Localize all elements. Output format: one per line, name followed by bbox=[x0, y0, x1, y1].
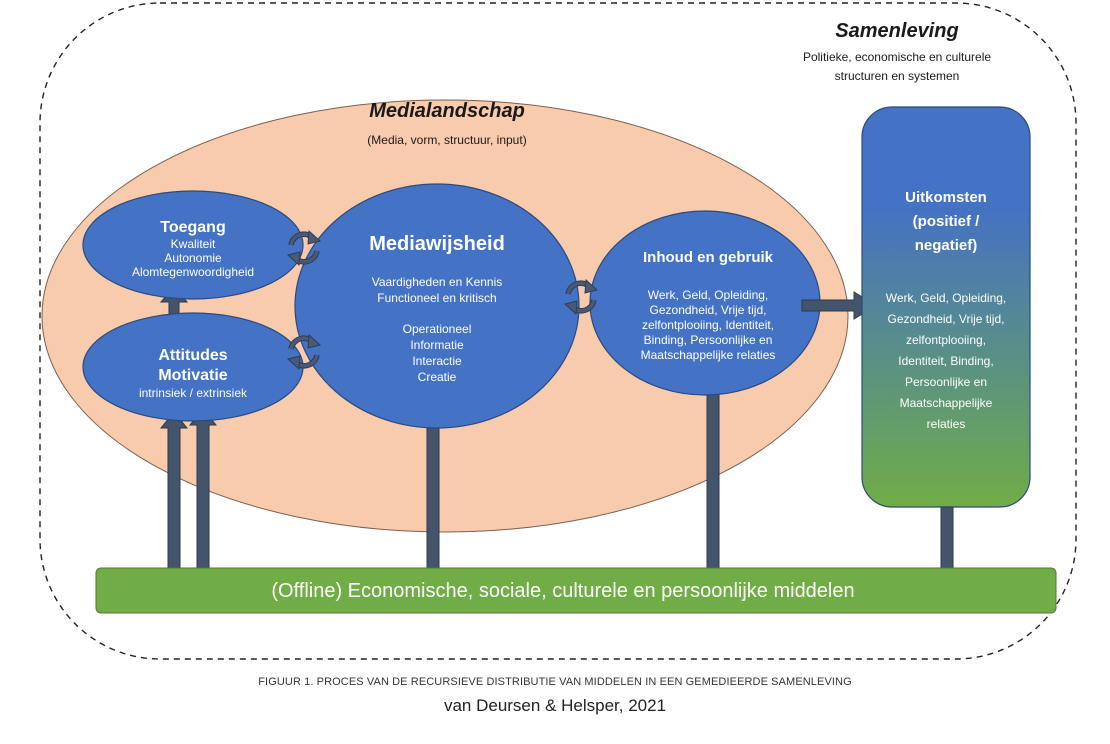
society-subtitle-2: structuren en systemen bbox=[835, 69, 960, 83]
content-use-title: Inhoud en gebruik bbox=[643, 249, 774, 266]
media-literacy-line-6: Creatie bbox=[418, 370, 457, 384]
media-literacy-line-3: Operationeel bbox=[403, 322, 472, 336]
attitudes-title-1: Attitudes bbox=[158, 347, 227, 364]
figure-source: van Deursen & Helsper, 2021 bbox=[443, 696, 667, 715]
outcomes-line-1: Werk, Geld, Opleiding, bbox=[886, 291, 1007, 305]
outcomes-line-7: relaties bbox=[927, 417, 966, 431]
figure-text: PROCES VAN DE RECURSIEVE DISTRIBUTIE VAN… bbox=[313, 676, 852, 688]
media-landscape-subtitle: (Media, vorm, structuur, input) bbox=[367, 133, 526, 147]
outcomes-line-4: Identiteit, Binding, bbox=[898, 354, 993, 368]
outcomes-title-1: Uitkomsten bbox=[905, 189, 987, 206]
media-literacy-title: Mediawijsheid bbox=[369, 233, 505, 255]
access-item-3: Alomtegenwoordigheid bbox=[132, 265, 254, 279]
content-use-line-1: Werk, Geld, Opleiding, bbox=[648, 288, 769, 302]
outcomes-line-6: Maatschappelijke bbox=[900, 396, 993, 410]
outcomes-line-2: Gezondheid, Vrije tijd, bbox=[888, 312, 1005, 326]
media-landscape-title: Medialandschap bbox=[369, 100, 525, 122]
diagram-canvas: Samenleving Politieke, economische en cu… bbox=[39, 2, 1077, 660]
figure-label: FIGUUR 1. bbox=[258, 676, 314, 688]
society-subtitle-1: Politieke, economische en culturele bbox=[803, 50, 991, 64]
figure-caption: FIGUUR 1. PROCES VAN DE RECURSIEVE DISTR… bbox=[0, 676, 1110, 688]
access-item-2: Autonomie bbox=[164, 251, 222, 265]
media-literacy-line-2: Functioneel en kritisch bbox=[377, 291, 496, 305]
outcomes-line-3: zelfontplooiing, bbox=[906, 333, 986, 347]
resources-bar bbox=[95, 567, 1057, 614]
access-item-1: Kwaliteit bbox=[171, 237, 216, 251]
media-literacy-line-5: Interactie bbox=[412, 354, 462, 368]
resources-label: (Offline) Economische, sociale, culturel… bbox=[271, 580, 854, 602]
content-use-line-2: Gezondheid, Vrije tijd, bbox=[650, 303, 767, 317]
content-use-line-3: zelfontplooiing, Identiteit, bbox=[642, 318, 774, 332]
content-use-line-5: Maatschappelijke relaties bbox=[641, 348, 776, 362]
society-title: Samenleving bbox=[835, 20, 958, 42]
media-literacy-line-4: Informatie bbox=[410, 338, 464, 352]
access-ellipse bbox=[82, 190, 304, 300]
outcomes-title-2: (positief / bbox=[913, 213, 980, 230]
access-title: Toegang bbox=[160, 219, 225, 236]
attitudes-title-2: Motivatie bbox=[158, 367, 227, 384]
outcomes-title-3: negatief) bbox=[915, 237, 978, 254]
media-literacy-ellipse bbox=[294, 183, 580, 429]
attitudes-detail: intrinsiek / extrinsiek bbox=[139, 386, 248, 400]
outcomes-line-5: Persoonlijke en bbox=[905, 375, 987, 389]
content-use-line-4: Binding, Persoonlijke en bbox=[644, 333, 773, 347]
outcomes-box bbox=[861, 106, 1031, 508]
media-literacy-line-1: Vaardigheden en Kennis bbox=[372, 275, 503, 289]
